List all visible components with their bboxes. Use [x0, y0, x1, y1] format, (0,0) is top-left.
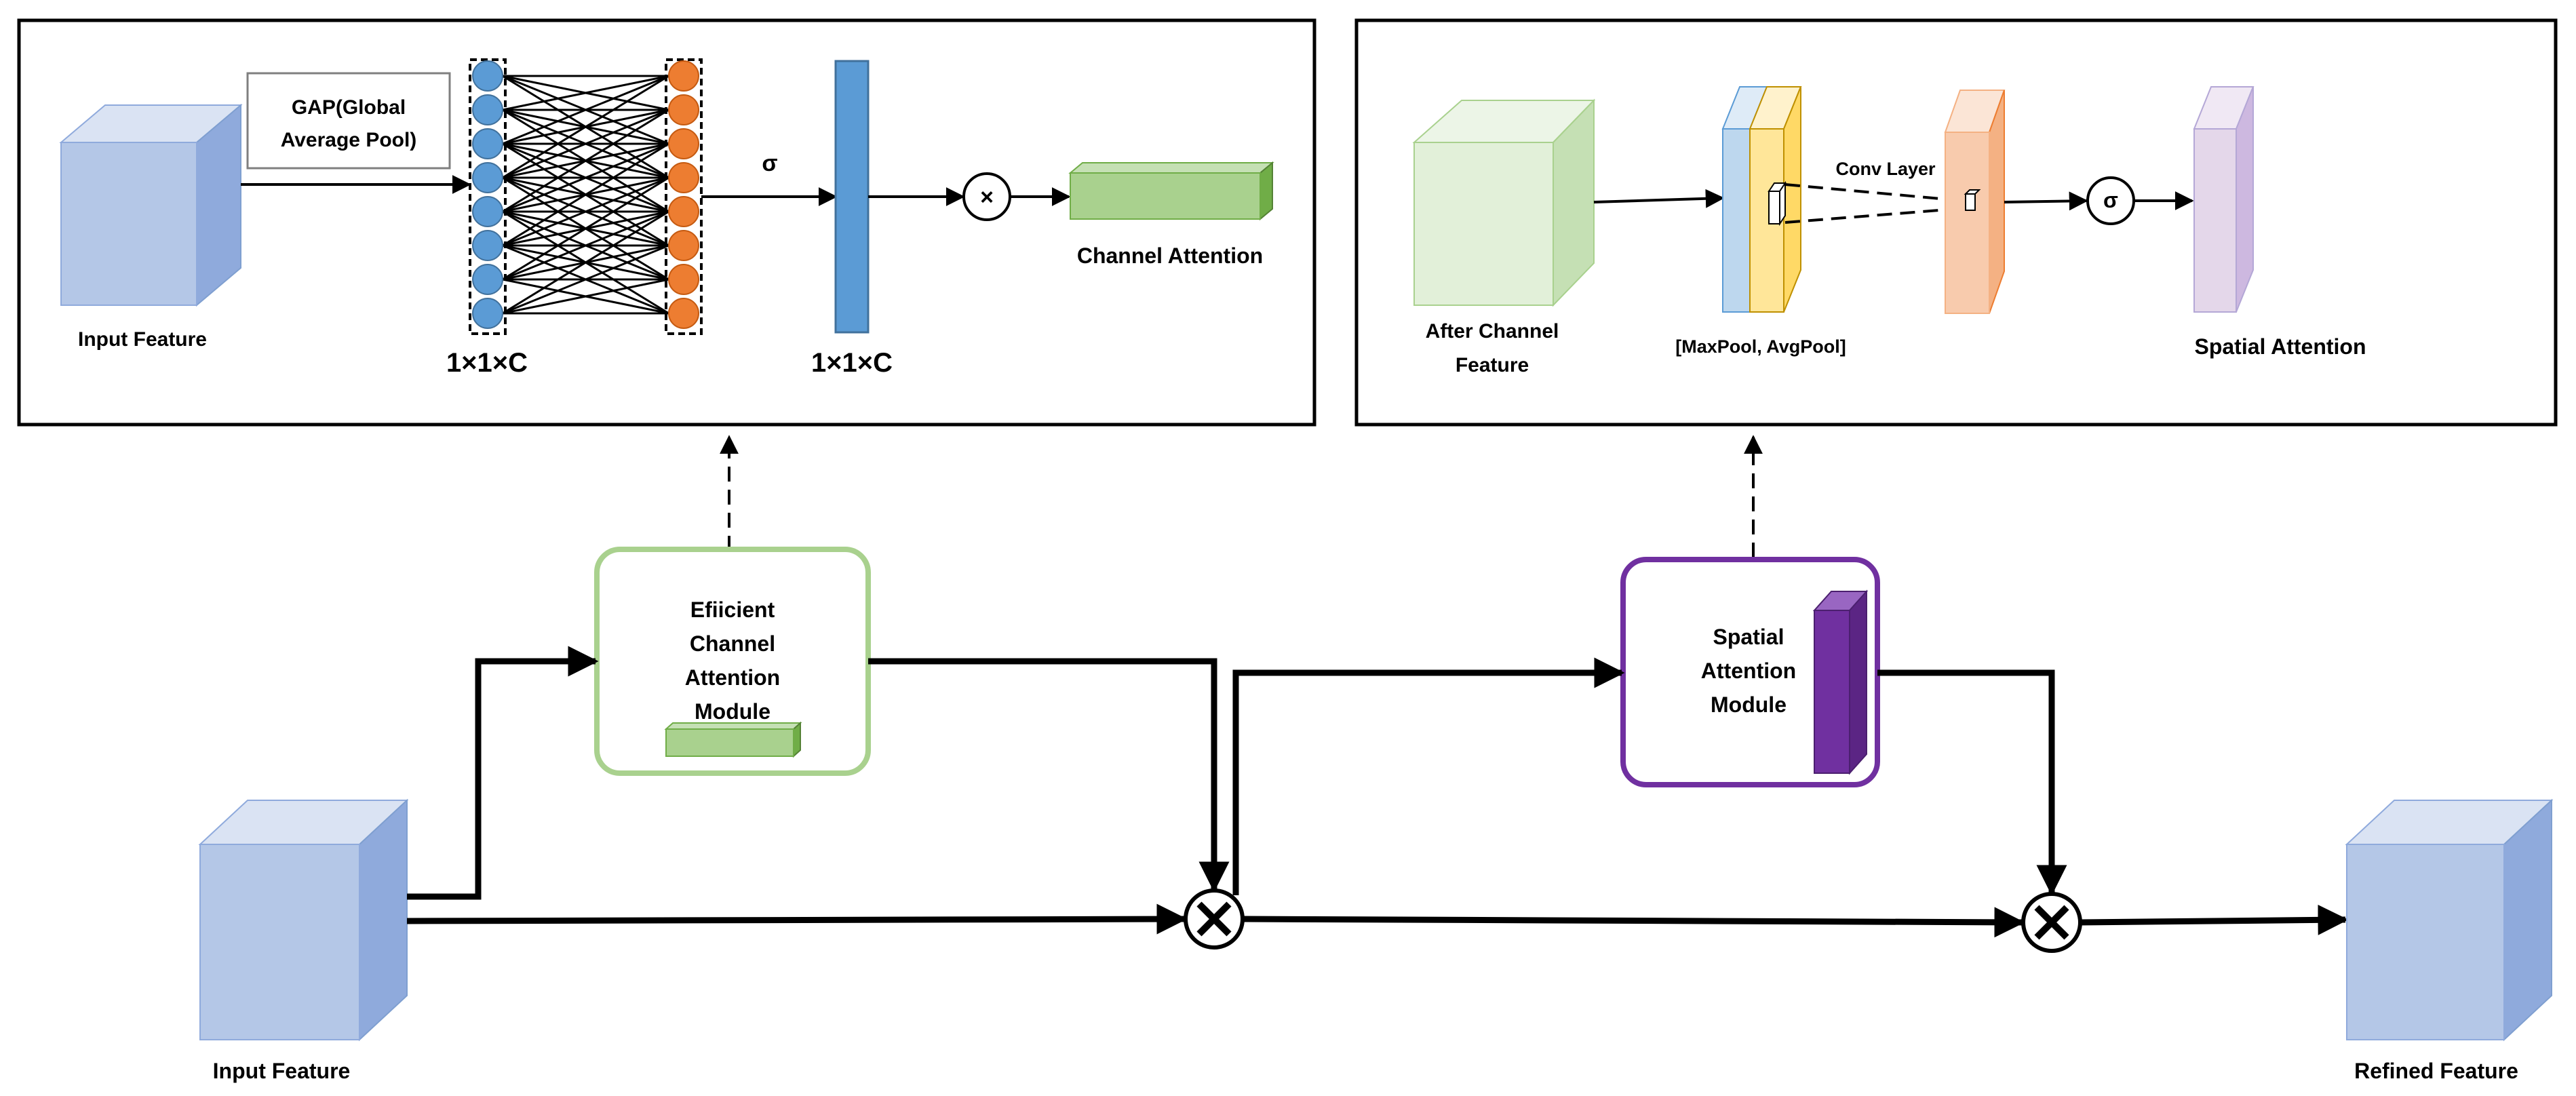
- orange-node: [668, 298, 699, 329]
- fc-edge: [502, 75, 669, 179]
- spatial-attention-map: [2193, 86, 2255, 313]
- pool-label: [MaxPool, AvgPool]: [1675, 336, 1846, 357]
- dim-label-2: 1×1×C: [811, 348, 893, 378]
- sam-module-block: [1812, 589, 1869, 775]
- gap-label-line1: GAP(Global: [292, 96, 406, 119]
- pipeline-output-cube: [2345, 798, 2554, 1042]
- multiply-to-sam-arrow: [1232, 657, 1625, 895]
- spatial-sigma-label: σ: [2103, 188, 2118, 212]
- fc-edge: [502, 142, 669, 213]
- orange-node: [668, 230, 699, 261]
- channel-multiply-symbol: ×: [980, 184, 994, 210]
- dim-label-1: 1×1×C: [446, 348, 528, 378]
- blue-node: [472, 264, 503, 295]
- blue-node: [472, 298, 503, 329]
- eca-to-multiply-arrow: [868, 658, 1230, 893]
- pipeline-output-label: Refined Feature: [2354, 1059, 2518, 1083]
- orange-node: [668, 94, 699, 125]
- pipeline-input-label: Input Feature: [213, 1059, 351, 1083]
- eca-label-line2: Channel: [690, 631, 775, 656]
- conv-projection-top: [1784, 183, 1978, 203]
- channel-sigma-label: σ: [762, 151, 777, 176]
- orange-node: [668, 128, 699, 159]
- channel-weight-bar: [834, 60, 870, 334]
- channel-input-cube: [59, 103, 243, 307]
- fc-edge: [502, 244, 669, 315]
- maxpool-map: [1721, 86, 1768, 313]
- orange-node: [668, 264, 699, 295]
- input-to-eca-arrow: [407, 646, 599, 900]
- fc-edges: [502, 75, 669, 315]
- conv-label: Conv Layer: [1835, 159, 1936, 179]
- orange-nodes: [668, 60, 699, 329]
- sam-label-line1: Spatial: [1713, 625, 1784, 649]
- channel-attention-block: [1068, 161, 1274, 221]
- fc-edge: [502, 75, 669, 111]
- fc-edge: [502, 176, 669, 247]
- blue-nodes: [472, 60, 503, 329]
- input-to-multiply-arrow: [406, 903, 1188, 935]
- multiply-to-output-arrow: [2080, 904, 2349, 935]
- spatial-attention-panel: After Channel Feature [MaxPool, AvgPool]…: [1354, 18, 2558, 427]
- gap-box: [246, 72, 451, 170]
- pipeline-input-cube: [198, 798, 409, 1042]
- conv-output-pixel: [1964, 189, 1981, 211]
- multiply-to-multiply-arrow: [1242, 907, 2025, 938]
- conv-sigma-arrow: [2004, 191, 2088, 211]
- blue-node: [472, 196, 503, 227]
- blue-node: [472, 128, 503, 159]
- channel-attention-panel: Input Feature GAP(Global Average Pool) 1…: [17, 18, 1316, 427]
- conv-output-map: [1944, 90, 2006, 314]
- spatial-input-label-line1: After Channel: [1426, 320, 1559, 342]
- spatial-input-label-line2: Feature: [1456, 354, 1529, 376]
- fc-edge: [502, 109, 669, 213]
- eca-label-line1: Efiicient: [690, 598, 775, 622]
- fc-edge: [502, 75, 669, 145]
- blue-node: [472, 60, 503, 92]
- blue-node-column: [469, 58, 507, 335]
- spatial-attention-label: Spatial Attention: [2194, 334, 2366, 359]
- sam-label-line3: Module: [1711, 692, 1787, 717]
- multiply-node-1-cross-b: [1196, 901, 1232, 937]
- pipeline: Input Feature Efiicient Channel Attentio…: [198, 547, 2554, 1083]
- multiply-node-2-cross-b: [2034, 905, 2069, 940]
- fc-edge: [502, 109, 669, 179]
- orange-node: [668, 162, 699, 193]
- orange-node: [668, 60, 699, 92]
- channel-attention-label: Channel Attention: [1077, 243, 1263, 268]
- sam-label-line2: Attention: [1701, 659, 1796, 683]
- fc-edge: [502, 142, 669, 247]
- fc-edge: [502, 278, 669, 315]
- orange-node: [668, 196, 699, 227]
- gap-label-line2: Average Pool): [281, 129, 417, 151]
- fc-edge: [502, 210, 669, 281]
- eca-label-line4: Module: [695, 699, 770, 724]
- eca-module-block: [664, 721, 802, 758]
- conv-projection-bottom: [1784, 206, 1974, 224]
- pool-input-arrow: [1593, 189, 1725, 208]
- orange-node-column: [665, 58, 703, 335]
- blue-node: [472, 230, 503, 261]
- sam-to-multiply-arrow: [1877, 669, 2067, 896]
- blue-node: [472, 162, 503, 193]
- spatial-input-cube: [1412, 98, 1596, 307]
- conv-kernel-small: [1768, 180, 1787, 227]
- channel-input-label: Input Feature: [78, 328, 207, 351]
- blue-node: [472, 94, 503, 125]
- fc-edge: [502, 176, 669, 281]
- avgpool-map: [1749, 86, 1802, 313]
- eca-label-line3: Attention: [685, 665, 780, 690]
- fc-edge: [502, 210, 669, 315]
